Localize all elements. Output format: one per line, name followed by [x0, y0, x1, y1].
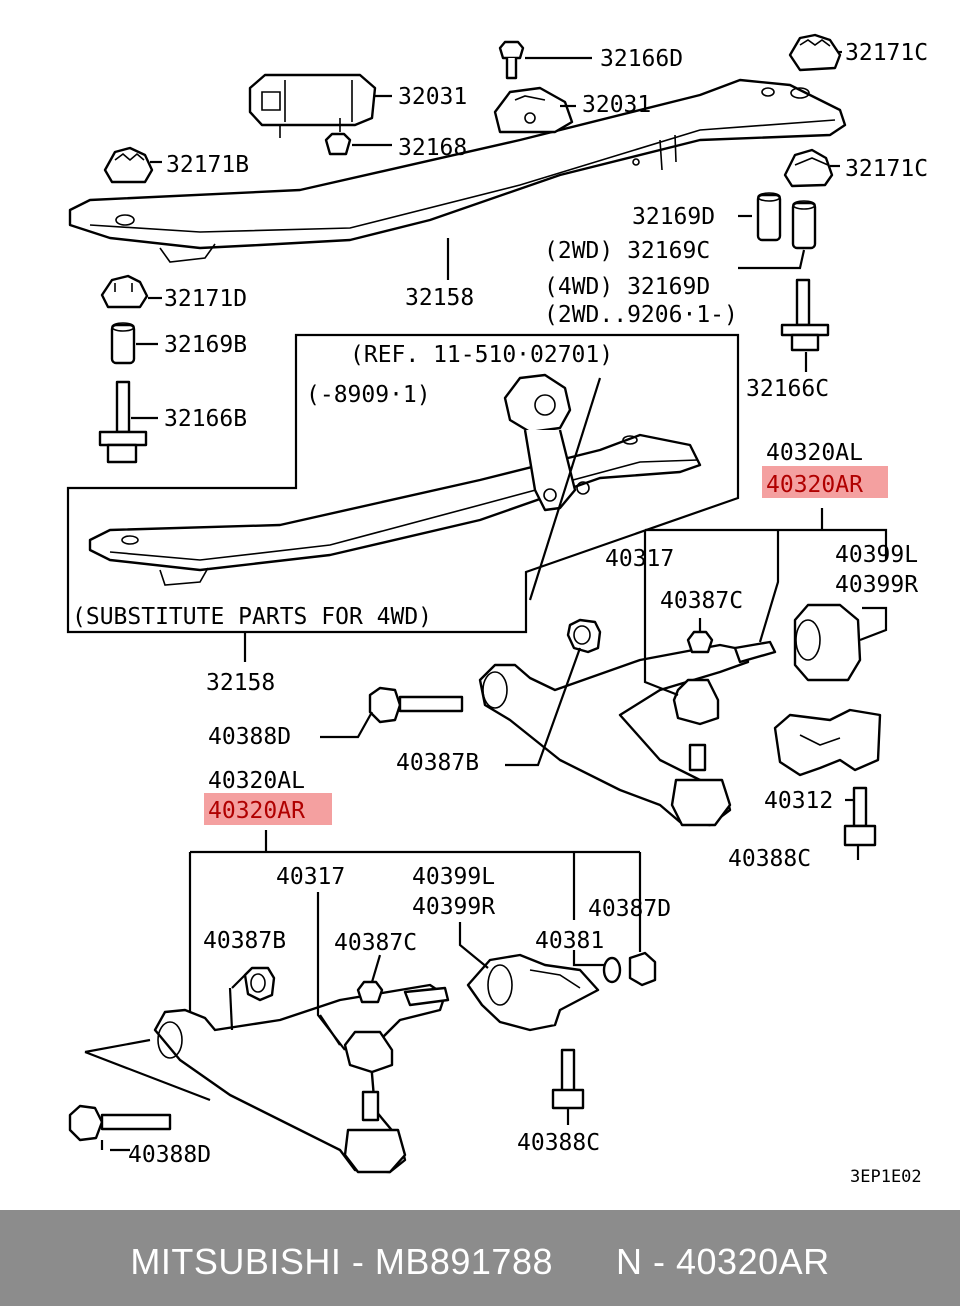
- label-40388D-mid: 40388D: [208, 724, 291, 750]
- label-32171C-mid: 32171C: [845, 156, 928, 182]
- label-40320AR-left: 40320AR: [208, 798, 305, 824]
- label-40388C-right: 40388C: [728, 846, 811, 872]
- bushing-32171D: [100, 274, 149, 309]
- bolt-32166B: [98, 380, 148, 464]
- label-40399R-left: 40399R: [412, 894, 495, 920]
- bolt-40388C-right: [843, 786, 877, 847]
- highlight-40320AR-left: [204, 793, 332, 825]
- bolt-40388D-bottom: [68, 1104, 172, 1142]
- label-40387C-right: 40387C: [660, 588, 743, 614]
- label-32158-top: 32158: [405, 285, 474, 311]
- label-4wd-32169D: (4WD) 32169D: [544, 274, 710, 300]
- engine-mount-right: [493, 86, 574, 134]
- nut-32168: [324, 132, 352, 156]
- bushing-32171C-mid: [783, 148, 834, 188]
- engine-mount-left: [248, 73, 377, 138]
- bolt-32166C: [780, 278, 830, 352]
- label-40399L-right: 40399L: [835, 542, 918, 568]
- label-40320AR-right: 40320AR: [766, 472, 863, 498]
- bolt-32166D: [498, 40, 525, 80]
- label-40388C-bottom: 40388C: [517, 1130, 600, 1156]
- label-40317-left: 40317: [276, 864, 345, 890]
- label-32171B: 32171B: [166, 152, 249, 178]
- crossmember-top: [68, 78, 847, 263]
- highlight-40320AR-right: [762, 466, 888, 498]
- label-40388D-bottom: 40388D: [128, 1142, 211, 1168]
- label-32031-left: 32031: [398, 84, 467, 110]
- label-40317-right: 40317: [605, 546, 674, 572]
- bolt-40388C-bottom: [551, 1048, 585, 1110]
- label-32166C: 32166C: [746, 376, 829, 402]
- lower-arm-right: [478, 618, 777, 827]
- bushing-40399-left: [466, 953, 600, 1032]
- label-32166D: 32166D: [600, 46, 683, 72]
- label-40387B-mid: 40387B: [396, 750, 479, 776]
- label-2wd-date: (2WD..9206·1-): [544, 302, 738, 328]
- label-substitute: (SUBSTITUTE PARTS FOR 4WD): [72, 604, 432, 630]
- footer-part-number: MITSUBISHI - MB891788 N - 40320AR: [130, 1241, 830, 1282]
- washer-40381: [602, 956, 622, 984]
- bushing-32171C-top: [788, 33, 842, 72]
- bracket-40312: [773, 708, 882, 777]
- label-2wd-32169C: (2WD) 32169C: [544, 238, 710, 264]
- bolt-40388D-mid: [368, 686, 464, 724]
- lower-arm-left: [153, 966, 450, 1174]
- label-40320AL-right: 40320AL: [766, 440, 863, 466]
- label-40320AL-left: 40320AL: [208, 768, 305, 794]
- leader-lines: [84, 50, 888, 1152]
- bushing-32171B: [103, 146, 154, 184]
- labels: 32166D 32171C 32031 32031 32168 32171B 3…: [72, 40, 928, 1187]
- bushing-40399-right: [793, 603, 862, 682]
- label-40387B-left: 40387B: [203, 928, 286, 954]
- label-32158-bottom: 32158: [206, 670, 275, 696]
- label-32169D-top: 32169D: [632, 204, 715, 230]
- footer-bar: MITSUBISHI - MB891788 N - 40320AR: [0, 1210, 960, 1306]
- nut-40387D: [628, 951, 657, 987]
- label-40381: 40381: [535, 928, 604, 954]
- label-32166B: 32166B: [164, 406, 247, 432]
- label-ref-date: (-8909·1): [306, 382, 431, 408]
- label-40387C-left: 40387C: [334, 930, 417, 956]
- label-32171D: 32171D: [164, 286, 247, 312]
- label-drawing-code: 3EP1E02: [850, 1167, 922, 1187]
- parts-diagram: 32166D 32171C 32031 32031 32168 32171B 3…: [66, 33, 928, 1187]
- label-32031-right: 32031: [582, 92, 651, 118]
- label-40399L-left: 40399L: [412, 864, 495, 890]
- label-40312: 40312: [764, 788, 833, 814]
- substitute-box: [66, 333, 740, 634]
- spacer-32169B: [110, 322, 136, 365]
- spacer-32169: [756, 192, 817, 250]
- label-32169B: 32169B: [164, 332, 247, 358]
- label-ref: (REF. 11-510·02701): [350, 342, 613, 368]
- label-40387D: 40387D: [588, 896, 671, 922]
- label-40399R-right: 40399R: [835, 572, 918, 598]
- label-32171C-top: 32171C: [845, 40, 928, 66]
- label-32168: 32168: [398, 135, 467, 161]
